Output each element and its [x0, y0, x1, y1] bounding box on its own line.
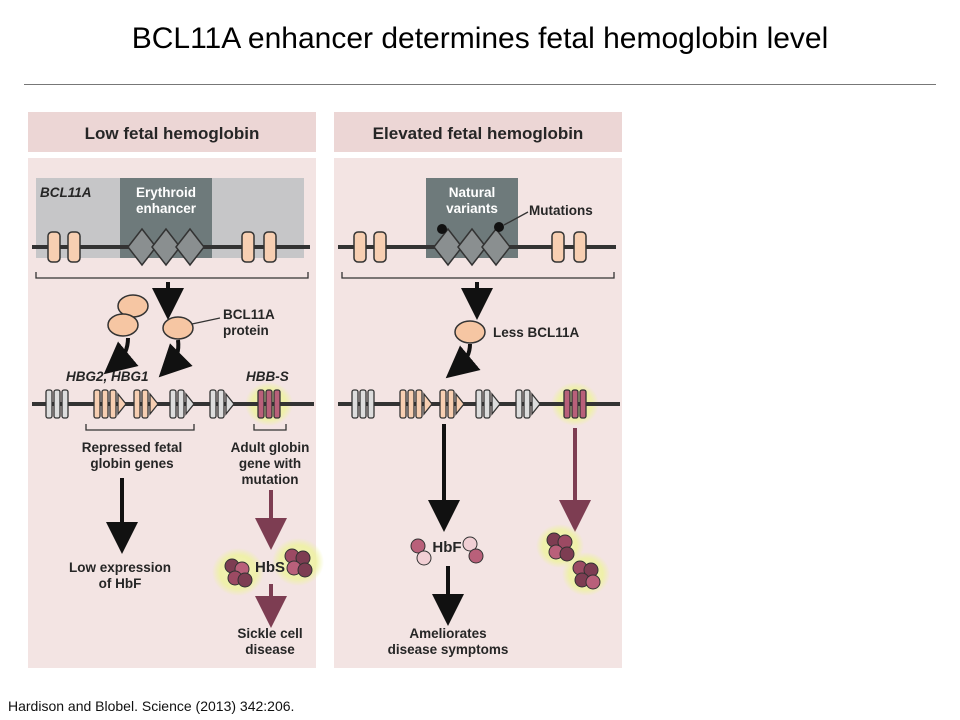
- protein-label-2: protein: [223, 323, 269, 338]
- hbf-label: HbF: [432, 539, 461, 556]
- repression-arrow-2: [158, 339, 193, 378]
- globin-genes-left: [45, 389, 281, 419]
- enhancer-label-1: Erythroid: [136, 185, 196, 200]
- bcl11a-protein: [107, 294, 194, 340]
- slide-title: BCL11A enhancer determines fetal hemoglo…: [131, 22, 829, 55]
- sickle-label-2: disease: [245, 642, 295, 657]
- left-panel: Low fetal hemoglobin BCL11A Erythroid en…: [28, 112, 324, 668]
- repression-arrow-1: [103, 337, 139, 375]
- left-panel-header: Low fetal hemoglobin: [85, 124, 260, 143]
- citation: Hardison and Blobel. Science (2013) 342:…: [8, 698, 295, 714]
- ameliorates-label-1: Ameliorates: [409, 626, 486, 641]
- right-panel-header: Elevated fetal hemoglobin: [373, 124, 584, 143]
- low-expression-label-1: Low expression: [69, 560, 171, 575]
- mutation-dots: [437, 222, 504, 234]
- adult-gene-bracket: [253, 424, 287, 431]
- mutations-pointer: [503, 211, 529, 226]
- fetal-genes-label: HBG2, HBG1: [66, 369, 149, 384]
- sickle-label-1: Sickle cell: [237, 626, 302, 641]
- enhancer-label-2: enhancer: [136, 201, 197, 216]
- title-divider: [24, 84, 936, 85]
- hbf-molecules: [410, 536, 484, 566]
- variant-exons: [353, 231, 587, 263]
- left-panel-header-bg: [28, 112, 316, 152]
- variant-bracket: [341, 272, 615, 279]
- bcl11a-exons: [47, 231, 277, 263]
- variants-label-1: Natural: [449, 185, 496, 200]
- variants-label-2: variants: [446, 201, 498, 216]
- hbs-molecules: [224, 548, 313, 588]
- enhancer-diamonds: [127, 227, 205, 267]
- bcl11a-figure: Low fetal hemoglobin BCL11A Erythroid en…: [28, 112, 622, 668]
- fetal-genes-bracket: [85, 424, 195, 431]
- adult-label-1: Adult globin: [231, 440, 310, 455]
- right-hbs-molecules: [546, 532, 601, 590]
- protein-pointer: [191, 317, 221, 325]
- variant-diamonds: [433, 227, 511, 267]
- less-bcl11a-label: Less BCL11A: [493, 325, 580, 340]
- protein-label-1: BCL11A: [223, 307, 275, 322]
- right-panel: Elevated fetal hemoglobin Natural varian…: [334, 112, 622, 668]
- adult-gene-label: HBB-S: [246, 369, 289, 384]
- weak-repression-arrow: [445, 343, 481, 379]
- less-bcl11a-protein: [454, 320, 486, 344]
- right-panel-header-bg: [334, 112, 622, 152]
- mutations-label: Mutations: [529, 203, 593, 218]
- adult-label-3: mutation: [242, 472, 299, 487]
- right-globin-genes: [351, 389, 587, 419]
- bcl11a-gene-label: BCL11A: [40, 185, 92, 200]
- low-expression-label-2: of HbF: [99, 576, 142, 591]
- ameliorates-label-2: disease symptoms: [388, 642, 509, 657]
- hbs-label: HbS: [255, 559, 285, 576]
- repressed-label-2: globin genes: [90, 456, 173, 471]
- repressed-label-1: Repressed fetal: [82, 440, 183, 455]
- bcl11a-bracket: [35, 272, 309, 279]
- adult-label-2: gene with: [239, 456, 301, 471]
